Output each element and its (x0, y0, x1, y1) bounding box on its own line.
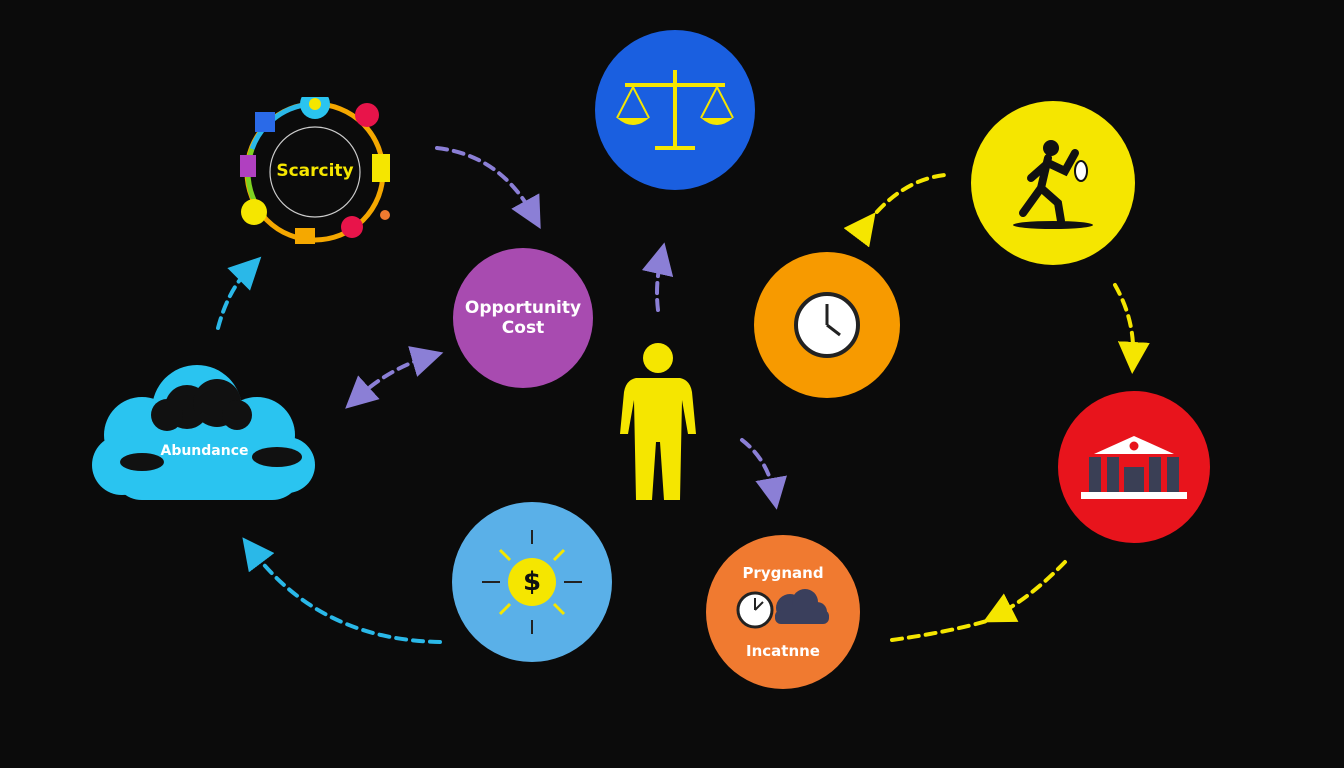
cloud-icon (92, 365, 315, 500)
clock-node (754, 252, 900, 398)
abundance-label: Abundance (160, 443, 249, 459)
scales-icon (616, 70, 734, 150)
arrow-money-to-abundance (242, 537, 442, 644)
sun-rays-icon (482, 530, 582, 634)
arrow-clock-to-runner (843, 173, 947, 248)
opportunity-cost-label-line1: Opportunity (464, 298, 582, 318)
opportunity-cost-node: Opportunity Cost (453, 248, 593, 388)
dollar-sign: $ (522, 567, 542, 597)
person-icon (620, 343, 696, 500)
arrow-abundance-to-scarcity (216, 256, 262, 330)
incatnne-label: Incatnne (746, 642, 820, 660)
bank-icon (1081, 436, 1187, 499)
scales-node (595, 30, 755, 190)
scarcity-node: Scarcity (240, 97, 390, 247)
opportunity-cost-label-line2: Cost (501, 318, 545, 338)
scarcity-ring-icon (240, 97, 390, 244)
runner-icon (1013, 140, 1093, 229)
arrow-opportunity-abundance (345, 346, 444, 409)
arrow-bank-to-prygnand (982, 560, 1067, 623)
clock-cloud-icon (736, 589, 829, 629)
dollar-coin: $ (508, 558, 556, 606)
abundance-node: Abundance (92, 365, 317, 505)
clock-icon (794, 292, 860, 358)
money-node: $ (452, 502, 612, 662)
bank-node (1058, 391, 1210, 543)
arrow-person-to-prygnand (740, 438, 787, 510)
arrow-person-to-scales (641, 242, 674, 312)
prygnand-node: Prygnand Incatnne (706, 535, 860, 689)
arrow-runner-to-bank (1113, 283, 1150, 374)
runner-node (971, 101, 1135, 265)
prygnand-label: Prygnand (742, 564, 824, 582)
arrow-prygnand-dash (890, 618, 992, 642)
arrow-scarcity-to-scales (435, 146, 541, 230)
scarcity-label: Scarcity (276, 161, 354, 181)
